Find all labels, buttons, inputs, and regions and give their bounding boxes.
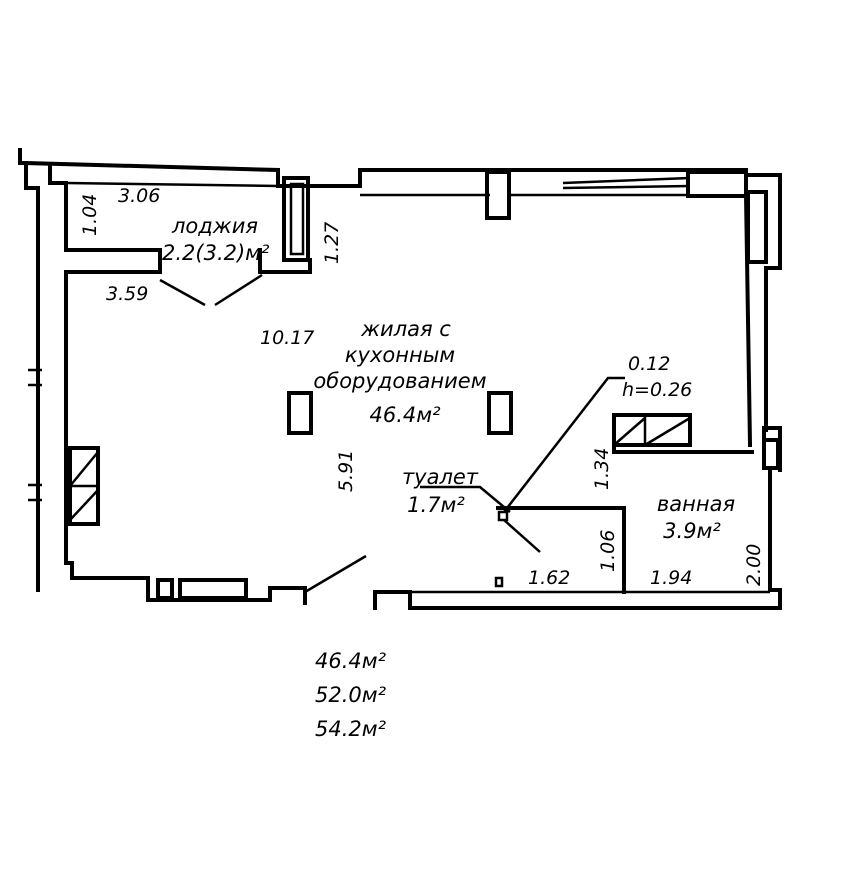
- dim-1-62: 1.62: [528, 567, 570, 589]
- dim-1-06: 1.06: [597, 530, 619, 572]
- dim-1-94: 1.94: [650, 567, 692, 589]
- dim-3-06: 3.06: [118, 185, 160, 207]
- top-window-sash: [562, 176, 691, 190]
- room-labels: лоджия 2.2(3.2)м² жилая с кухонным обору…: [162, 214, 735, 543]
- entrance-box-2: [178, 578, 248, 600]
- living-line1: жилая с: [360, 317, 451, 341]
- entrance: [156, 554, 367, 600]
- loggia-column: [282, 176, 310, 262]
- center-pillar-right: [487, 391, 513, 435]
- top-pillar: [485, 170, 511, 220]
- dim-1-34: 1.34: [591, 448, 613, 490]
- entrance-box-1: [156, 578, 174, 600]
- area-totals: 46.4м² 52.0м² 54.2м²: [315, 649, 387, 741]
- ventilation: [68, 413, 692, 526]
- pillars: [287, 170, 782, 470]
- bath-shaft-cross: [613, 415, 691, 447]
- wet-rooms: [420, 376, 754, 594]
- loggia-area: 2.2(3.2)м²: [162, 241, 270, 265]
- dim-5-91: 5.91: [335, 450, 357, 492]
- toilet-area: 1.7м²: [407, 493, 465, 517]
- dim-h-0-26: h=0.26: [622, 379, 692, 401]
- living-line2: кухонным: [345, 343, 455, 367]
- toilet-label-leader: [420, 485, 511, 513]
- top-right-pillar: [686, 170, 748, 198]
- loggia-wall: [258, 248, 312, 274]
- dimension-labels: 3.06 1.04 1.27 3.59 10.17 5.91 0.12 h=0.…: [79, 185, 765, 589]
- bottom-wall: [373, 590, 782, 610]
- total-area-1: 46.4м²: [315, 649, 387, 673]
- dim-3-59: 3.59: [106, 283, 148, 305]
- bath-shaft: [612, 413, 692, 447]
- loggia-name: лоджия: [171, 214, 258, 238]
- toilet-top-wall: [496, 506, 626, 594]
- loggia-column-inner: [289, 182, 305, 256]
- left-wall-notches: [28, 368, 42, 502]
- left-shaft-cross: [69, 451, 99, 521]
- center-pillar-left: [287, 391, 313, 435]
- dim-10-17: 10.17: [260, 327, 314, 349]
- left-wall-outer: [18, 148, 40, 592]
- bathroom-area: 3.9м²: [663, 519, 721, 543]
- right-wall-pillar: [762, 426, 782, 470]
- dim-1-27: 1.27: [321, 222, 343, 264]
- entrance-door-swing: [304, 554, 367, 594]
- living-line3: оборудованием: [313, 369, 486, 393]
- loggia-door-swing: [159, 273, 263, 307]
- left-wall-inner: [48, 164, 307, 605]
- living-area: 46.4м²: [369, 403, 441, 427]
- dim-0-12: 0.12: [628, 353, 670, 375]
- toilet-name: туалет: [402, 465, 479, 489]
- bottom-marker: [494, 576, 504, 588]
- bath-top-wall: [612, 443, 754, 454]
- total-area-3: 54.2м²: [315, 717, 387, 741]
- toilet-leader-line: [503, 376, 625, 553]
- dim-1-04: 1.04: [79, 194, 101, 236]
- right-pillar: [746, 190, 768, 264]
- dim-2-00: 2.00: [743, 544, 765, 586]
- bathroom-name: ванная: [657, 492, 735, 516]
- loggia-structure: [159, 176, 312, 307]
- toilet-fixture: [497, 510, 509, 522]
- total-area-2: 52.0м²: [315, 683, 387, 707]
- top-window-line: [65, 181, 690, 197]
